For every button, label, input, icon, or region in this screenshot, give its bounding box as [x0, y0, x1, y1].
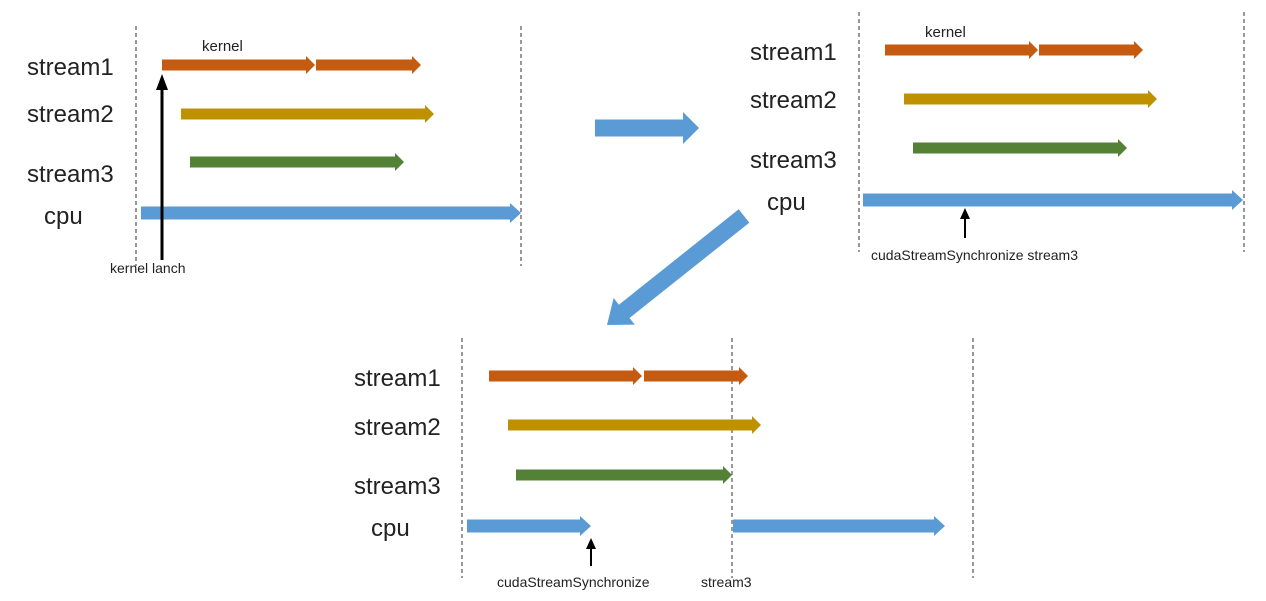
panel-2-stream2-label: stream2: [750, 87, 837, 114]
panel-1: stream1 stream2 stream3 cpu kernel kerne…: [27, 26, 522, 276]
panel-2-cpu-arrow: [863, 190, 1243, 210]
panel-3-stream3-arrow: [516, 466, 732, 484]
panel-2-stream3-label: stream3: [750, 147, 837, 174]
panel-1-cpu-arrow: [141, 203, 521, 223]
panel-2: stream1 stream2 stream3 cpu kernel cudaS…: [750, 12, 1245, 263]
panel-1-stream1-kernel-2-arrow: [316, 56, 421, 74]
panel-1-kernel-label: kernel: [202, 38, 243, 55]
panel-3-stream2-arrow: [508, 416, 761, 434]
panel-3: stream1 stream2 stream3 cpu cudaStreamSy…: [354, 338, 974, 590]
panel-1-kernel-launch-label: kernel lanch: [110, 260, 186, 276]
panel-3-stream3-label: stream3: [354, 473, 441, 500]
panel-3-sync-label-b: stream3: [701, 574, 752, 590]
panel-1-stream2-label: stream2: [27, 101, 114, 128]
panel-3-stream1-label: stream1: [354, 365, 441, 392]
panel-1-cpu-label: cpu: [44, 203, 83, 230]
panel-3-cpu-arrow-before-sync: [467, 516, 591, 536]
flow-arrow-diagonal: [607, 209, 750, 325]
panel-2-kernel-label: kernel: [925, 24, 966, 41]
flow-arrow-right: [595, 112, 699, 144]
panel-3-sync-arrowhead: [586, 538, 596, 549]
panel-2-stream1-label: stream1: [750, 39, 837, 66]
panel-1-kernel-launch-arrowhead: [156, 74, 168, 90]
panel-3-cpu-label: cpu: [371, 515, 410, 542]
panel-2-stream1-kernel-2-arrow: [1039, 41, 1143, 59]
panel-3-cpu-arrow-after-sync: [733, 516, 945, 536]
panel-3-sync-label-a: cudaStreamSynchronize: [497, 574, 650, 590]
panel-3-stream1-kernel-1-arrow: [489, 367, 642, 385]
panel-2-sync-arrowhead: [960, 208, 970, 219]
panel-2-sync-label: cudaStreamSynchronize stream3: [871, 247, 1078, 263]
panel-3-stream2-label: stream2: [354, 414, 441, 441]
panel-2-stream2-arrow: [904, 90, 1157, 108]
panel-2-stream3-arrow: [913, 139, 1127, 157]
panel-1-stream1-label: stream1: [27, 54, 114, 81]
panel-2-stream1-kernel-1-arrow: [885, 41, 1038, 59]
panel-1-stream2-arrow: [181, 105, 434, 123]
panel-1-stream3-label: stream3: [27, 161, 114, 188]
panel-3-stream1-kernel-2-arrow: [644, 367, 748, 385]
panel-1-stream1-kernel-1-arrow: [162, 56, 315, 74]
panel-2-cpu-label: cpu: [767, 189, 806, 216]
panel-1-stream3-arrow: [190, 153, 404, 171]
